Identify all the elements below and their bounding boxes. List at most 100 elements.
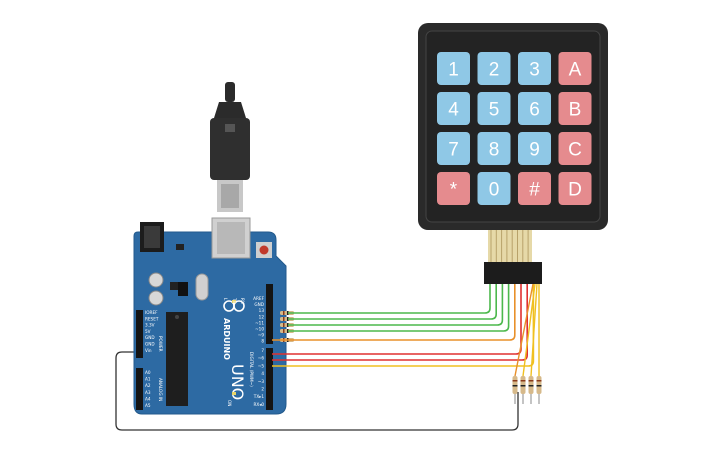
pin-label: 3.3V (145, 323, 155, 328)
resistor[interactable] (280, 329, 294, 333)
resistor-band (512, 385, 518, 387)
key-cap[interactable] (558, 92, 592, 125)
wire-green[interactable] (288, 284, 504, 326)
key-a[interactable]: A (558, 52, 592, 85)
usb-cable-strain-relief (214, 102, 246, 118)
usb-jack-inner (217, 222, 245, 254)
key-cap[interactable] (477, 132, 511, 165)
key-5[interactable]: 5 (477, 92, 511, 125)
keypad-connector[interactable] (484, 262, 542, 284)
key-cap[interactable] (518, 172, 551, 205)
key-cap[interactable] (558, 132, 592, 165)
key-cap[interactable] (437, 172, 470, 205)
key-c[interactable]: C (558, 132, 592, 165)
key-cap[interactable] (437, 132, 470, 165)
pin-label: A0 (145, 370, 151, 375)
resistor-band (536, 385, 542, 387)
resistor-band (528, 385, 534, 387)
pin-label: A5 (145, 403, 151, 408)
resistor[interactable] (280, 323, 294, 327)
key-label: 5 (489, 100, 500, 121)
chip-notch (175, 315, 179, 319)
key-cap[interactable] (437, 92, 470, 125)
led-tx-label: TX (232, 297, 237, 304)
wire-orange[interactable] (272, 284, 516, 341)
key-cap[interactable] (518, 132, 551, 165)
pin-label: 2 (261, 387, 264, 392)
key-label: 8 (489, 140, 500, 161)
brand-label: ARDUINO (222, 318, 231, 360)
key-cap[interactable] (558, 172, 592, 205)
pin-label: Vin (145, 348, 152, 353)
resistor-band (287, 323, 289, 327)
pulldown-lead-yellow[interactable] (530, 283, 538, 377)
pulldown-lead-yellow[interactable] (522, 283, 536, 377)
led-l-label: L (223, 298, 228, 301)
resistor-band (283, 329, 285, 333)
key-8[interactable]: 8 (477, 132, 511, 165)
key-cap[interactable] (437, 52, 470, 85)
key-label: 1 (448, 60, 459, 81)
key-label: 7 (448, 140, 459, 161)
key-d[interactable]: D (558, 172, 592, 205)
pin-label: A2 (145, 383, 151, 388)
resistor[interactable] (512, 376, 518, 404)
pin-label: ~5 (258, 363, 265, 368)
key-b[interactable]: B (558, 92, 592, 125)
key-3[interactable]: 3 (518, 52, 551, 85)
key-6[interactable]: 6 (518, 92, 551, 125)
key-2[interactable]: 2 (477, 52, 511, 85)
capacitor-2 (148, 290, 164, 306)
resistor-band (528, 380, 534, 382)
pin-label: RESET (145, 316, 159, 321)
pin-label: ~10 (255, 327, 264, 332)
pin-label: ~3 (258, 379, 265, 384)
key-label: 0 (489, 180, 500, 201)
key-cap[interactable] (558, 52, 592, 85)
resistor-band (287, 317, 289, 321)
key-label: 9 (529, 140, 540, 161)
wire-green[interactable] (288, 284, 497, 320)
key-cap[interactable] (477, 172, 511, 205)
resistor-band (512, 380, 518, 382)
power-jack-inner (144, 226, 160, 248)
key-label: * (450, 180, 458, 201)
led-on (232, 392, 236, 395)
pin-label: ~6 (258, 356, 265, 361)
resistor[interactable] (520, 376, 526, 404)
ground-wire[interactable] (115, 351, 519, 431)
resistor[interactable] (536, 376, 542, 404)
key-9[interactable]: 9 (518, 132, 551, 165)
pulldown-lead-orange[interactable] (514, 283, 534, 377)
key-4[interactable]: 4 (437, 92, 470, 125)
pin-label: GND (145, 342, 155, 347)
pin-label: 12 (259, 314, 265, 319)
key-cap[interactable] (477, 52, 511, 85)
resistor[interactable] (280, 311, 294, 315)
resistor-band (283, 311, 285, 315)
wire-red[interactable] (272, 284, 528, 361)
arduino-uno-board[interactable]: ARDUINO UNO L TX RX ON IOREFRESET3.3V5VG… (133, 217, 287, 415)
key-star[interactable]: * (437, 172, 470, 205)
wire-green[interactable] (288, 284, 510, 332)
key-0[interactable]: 0 (477, 172, 511, 205)
key-cap[interactable] (518, 52, 551, 85)
key-cap[interactable] (518, 92, 551, 125)
usb-cable[interactable] (210, 82, 250, 212)
wire-green[interactable] (288, 284, 491, 314)
reset-button-cap[interactable] (259, 245, 269, 255)
key-cap[interactable] (477, 92, 511, 125)
key-1[interactable]: 1 (437, 52, 470, 85)
led-l (232, 300, 236, 303)
resistor[interactable] (528, 376, 534, 404)
key-7[interactable]: 7 (437, 132, 470, 165)
key-label: B (569, 100, 582, 121)
key-hash[interactable]: # (518, 172, 551, 205)
resistor[interactable] (280, 317, 294, 321)
